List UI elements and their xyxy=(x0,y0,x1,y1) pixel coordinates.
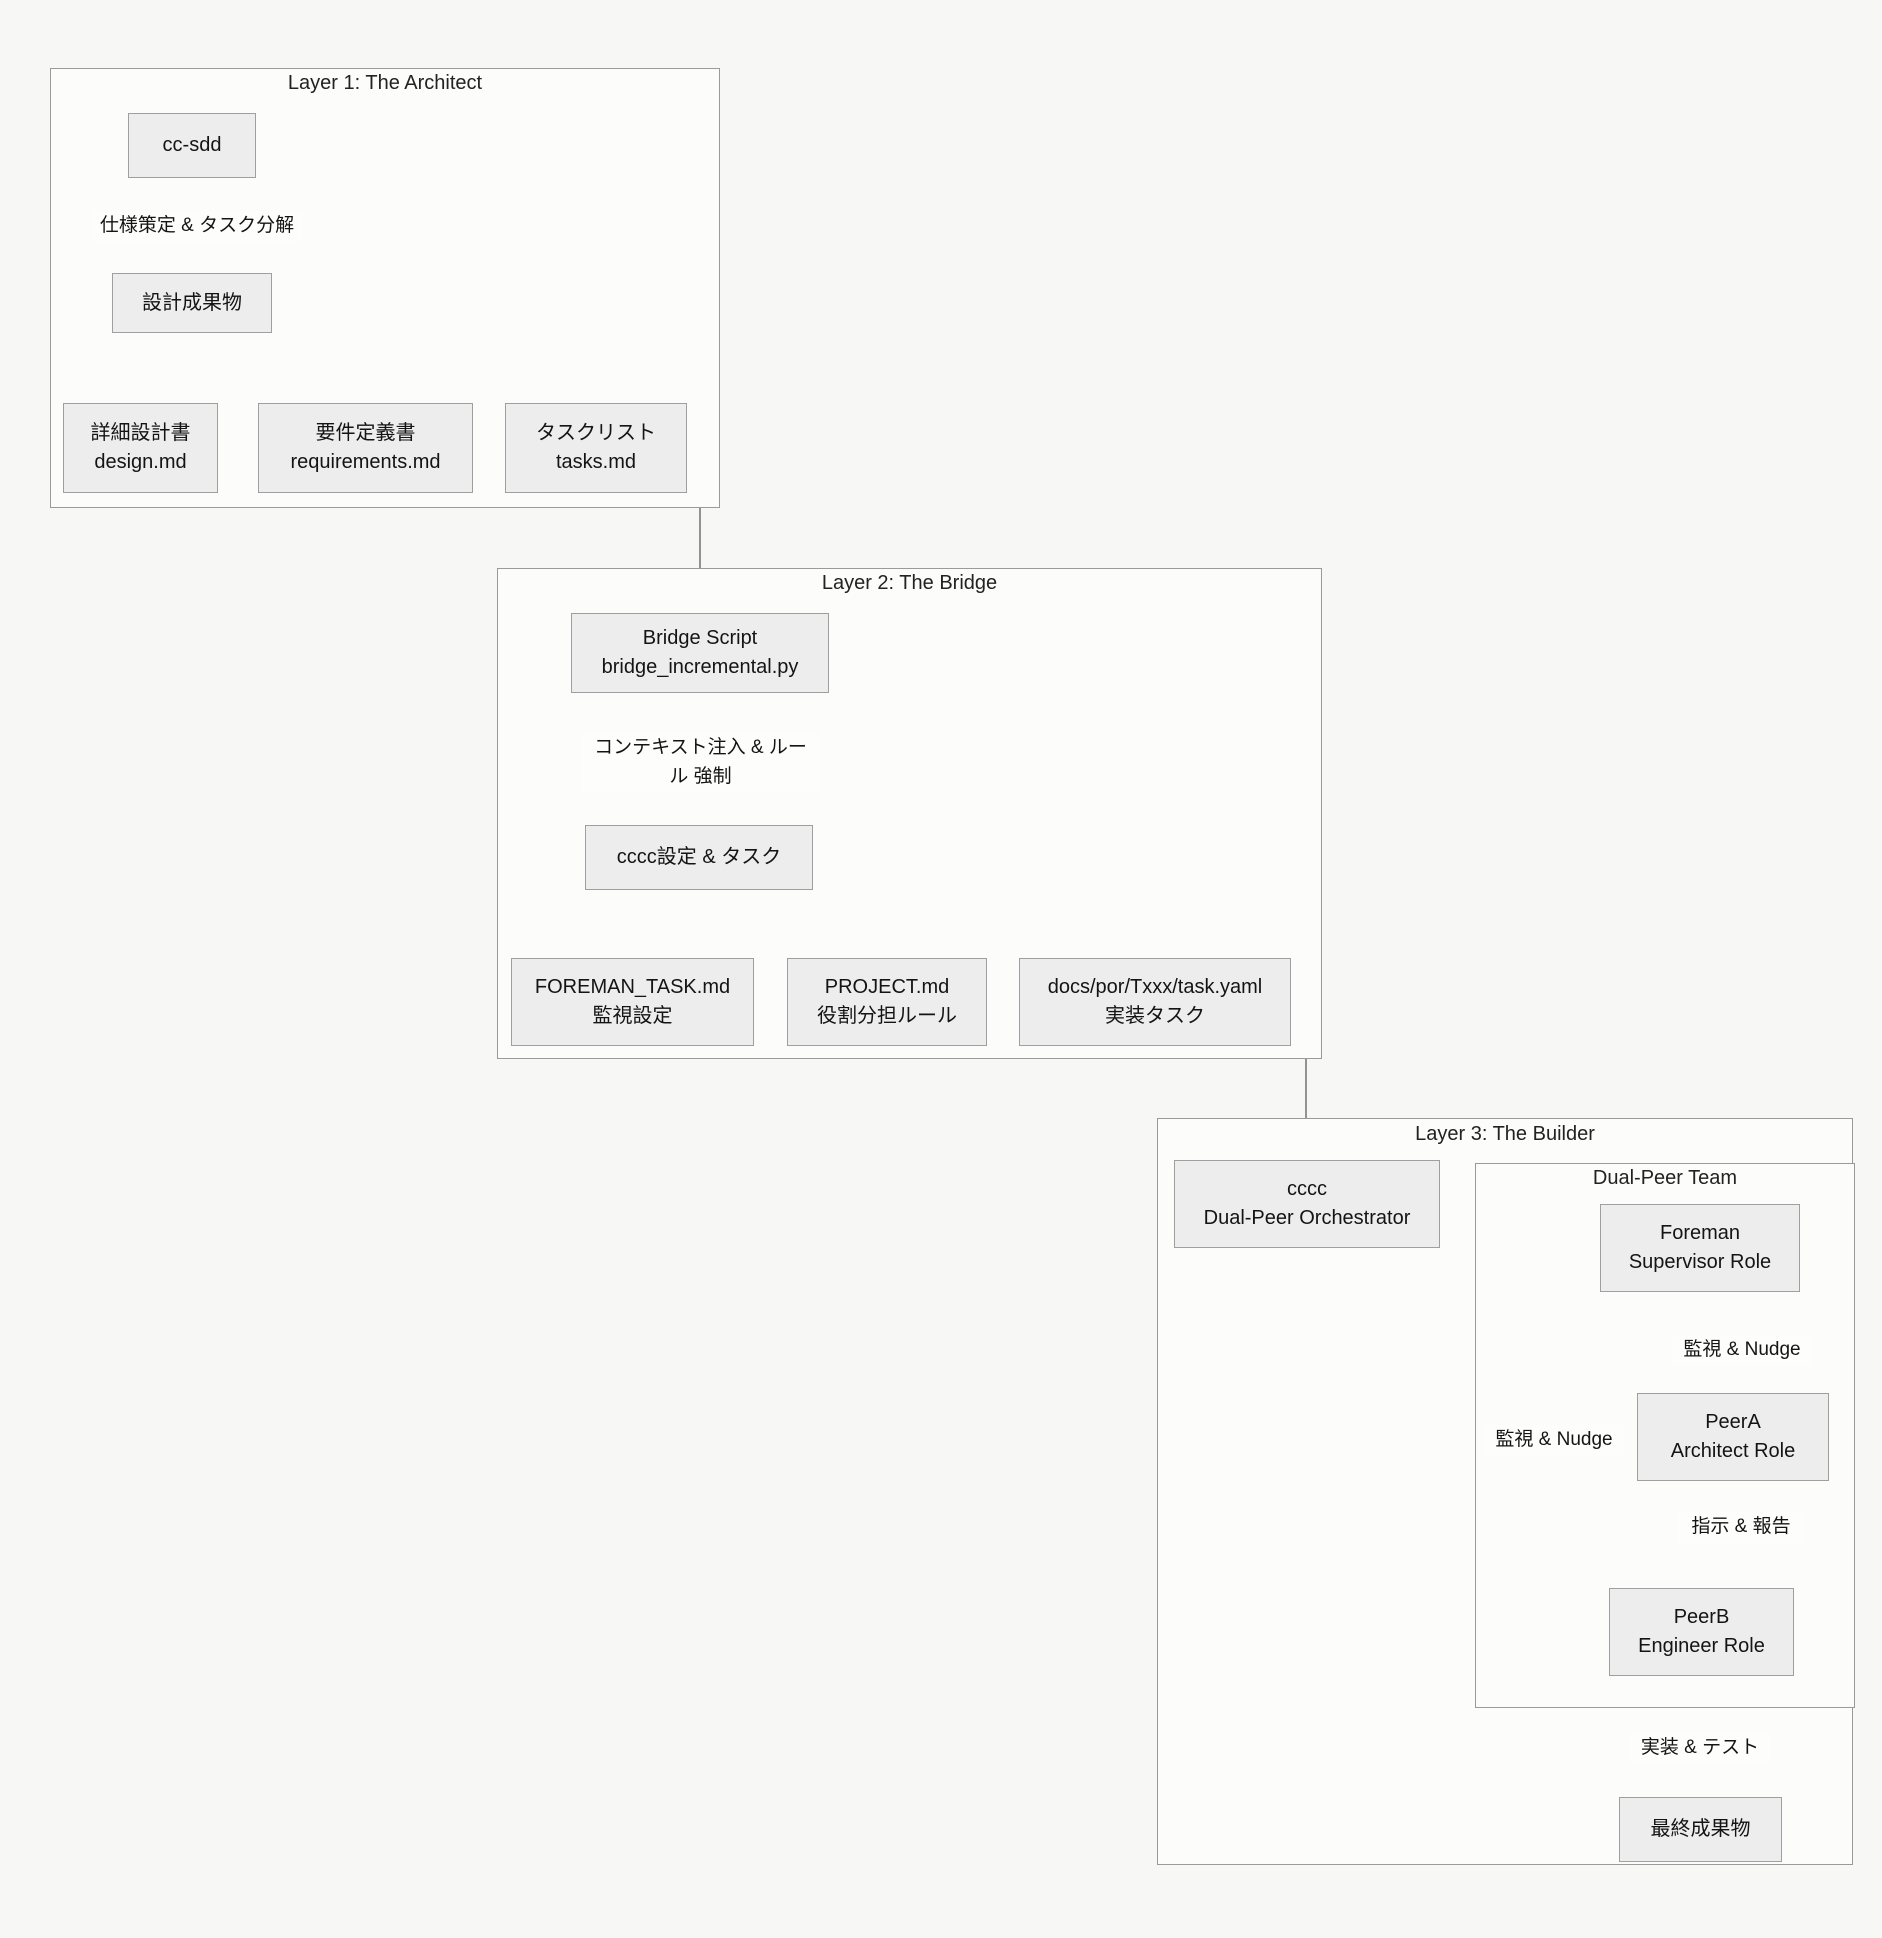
node-tasks-md-line1: タスクリスト xyxy=(536,422,656,444)
edge-label-monitor-nudge-b: 監視 & Nudge xyxy=(1484,1425,1624,1456)
node-peer-b[interactable]: PeerB Engineer Role xyxy=(1609,1588,1794,1676)
edge-label-context-inject-line1: コンテキスト注入 & ルール xyxy=(594,737,807,787)
node-foreman-task-md-line1: FOREMAN_TASK.md xyxy=(534,976,731,998)
node-peer-b-line1: PeerB xyxy=(1673,1606,1730,1628)
node-final-artifact-line1: 最終成果物 xyxy=(1650,1818,1751,1840)
node-tasks-md-line2: tasks.md xyxy=(555,451,637,473)
layer-1-title: Layer 1: The Architect xyxy=(287,72,483,94)
node-cc-sdd-line1: cc-sdd xyxy=(162,134,222,156)
node-cccc-config-line1: cccc設定 & タスク xyxy=(616,846,782,868)
node-project-md[interactable]: PROJECT.md 役割分担ルール xyxy=(787,958,987,1046)
node-foreman-task-md[interactable]: FOREMAN_TASK.md 監視設定 xyxy=(511,958,754,1046)
node-cc-sdd[interactable]: cc-sdd xyxy=(128,113,256,178)
node-foreman[interactable]: Foreman Supervisor Role xyxy=(1600,1204,1800,1292)
node-design-md-line2: design.md xyxy=(94,451,187,473)
node-bridge-script-line2: bridge_incremental.py xyxy=(601,656,799,678)
node-project-md-line2: 役割分担ルール xyxy=(817,1005,957,1027)
node-design-artifacts-line1: 設計成果物 xyxy=(142,291,242,314)
node-project-md-line1: PROJECT.md xyxy=(824,976,950,998)
node-requirements-md[interactable]: 要件定義書 requirements.md xyxy=(258,403,473,493)
node-requirements-md-line1: 要件定義書 xyxy=(315,422,416,444)
node-foreman-line1: Foreman xyxy=(1659,1222,1741,1244)
dual-peer-team-title: Dual-Peer Team xyxy=(1592,1167,1738,1189)
edge-label-implement-test: 実装 & テスト xyxy=(1630,1733,1770,1764)
node-design-md[interactable]: 詳細設計書 design.md xyxy=(63,403,218,493)
node-final-artifact[interactable]: 最終成果物 xyxy=(1619,1797,1782,1862)
node-peer-a-line2: Architect Role xyxy=(1670,1440,1796,1462)
node-task-yaml[interactable]: docs/por/Txxx/task.yaml 実装タスク xyxy=(1019,958,1291,1046)
node-peer-b-line2: Engineer Role xyxy=(1638,1635,1765,1657)
edge-label-context-inject: コンテキスト注入 & ルール 強制 xyxy=(582,733,819,792)
edge-label-instruct-report: 指示 & 報告 xyxy=(1678,1512,1804,1543)
node-requirements-md-line2: requirements.md xyxy=(290,451,441,473)
node-tasks-md[interactable]: タスクリスト tasks.md xyxy=(505,403,687,493)
node-cccc-config[interactable]: cccc設定 & タスク xyxy=(585,825,813,890)
node-cccc-orchestrator-line1: cccc xyxy=(1287,1178,1327,1200)
edge-label-spec-decompose: 仕様策定 & タスク分解 xyxy=(92,211,302,242)
node-design-md-line1: 詳細設計書 xyxy=(90,422,191,444)
node-foreman-line2: Supervisor Role xyxy=(1628,1251,1772,1273)
node-cccc-orchestrator-line2: Dual-Peer Orchestrator xyxy=(1203,1207,1411,1229)
layer-3-title: Layer 3: The Builder xyxy=(1415,1123,1595,1145)
node-bridge-script[interactable]: Bridge Script bridge_incremental.py xyxy=(571,613,829,693)
node-cccc-orchestrator[interactable]: cccc Dual-Peer Orchestrator xyxy=(1174,1160,1440,1248)
node-foreman-task-md-line2: 監視設定 xyxy=(592,1005,673,1027)
node-task-yaml-line1: docs/por/Txxx/task.yaml xyxy=(1047,976,1263,998)
edge-label-context-inject-line2: 強制 xyxy=(693,765,732,787)
node-task-yaml-line2: 実装タスク xyxy=(1105,1005,1205,1027)
edge-label-monitor-nudge-a: 監視 & Nudge xyxy=(1672,1335,1812,1366)
node-bridge-script-line1: Bridge Script xyxy=(642,627,758,649)
node-peer-a[interactable]: PeerA Architect Role xyxy=(1637,1393,1829,1481)
node-design-artifacts[interactable]: 設計成果物 xyxy=(112,273,272,333)
node-peer-a-line1: PeerA xyxy=(1705,1411,1761,1433)
layer-2-title: Layer 2: The Bridge xyxy=(821,572,998,594)
